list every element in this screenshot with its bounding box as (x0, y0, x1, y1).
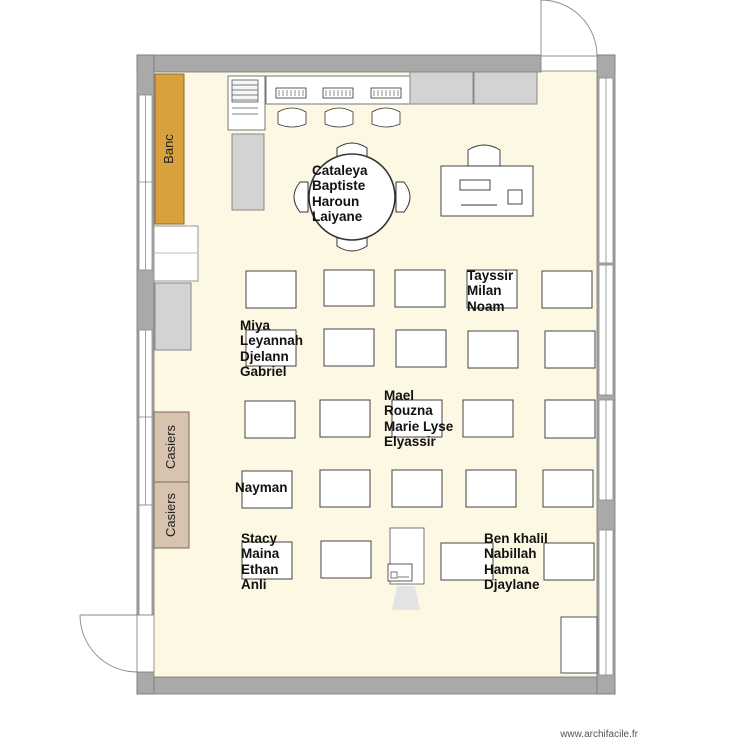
lockers-top (153, 411, 190, 483)
door-bottom-left (79, 614, 155, 673)
student-name: Anli (241, 577, 267, 593)
window-left-3 (138, 504, 153, 616)
student-name: Rouzna (384, 403, 433, 419)
round-table (293, 142, 411, 252)
cabinet-bottom-right (560, 616, 598, 674)
wall-top (136, 54, 542, 73)
cabinet-grey-2 (231, 133, 265, 211)
student-desks (241, 269, 596, 581)
student-name: Elyassir (384, 434, 436, 450)
projector-stand (387, 527, 425, 610)
group-round-table: Cataleya Baptiste Haroun Laiyane (312, 163, 368, 225)
wall-bottom (136, 676, 616, 695)
lockers-bottom-label: Casiers (163, 492, 178, 538)
student-name: Gabriel (240, 364, 287, 380)
student-name: Djelann (240, 348, 289, 364)
student-name: Noam (467, 298, 505, 314)
student-name: Djaylane (484, 577, 540, 593)
left-windows (138, 94, 153, 616)
student-name: Miya (240, 318, 271, 333)
student-name: Milan (467, 283, 502, 299)
student-name: Ben khalil (484, 531, 548, 546)
student-name: Mael (384, 388, 415, 403)
student-name: Baptiste (312, 178, 366, 194)
student-name: Laiyane (312, 209, 363, 225)
lockers-bottom (153, 481, 190, 549)
group-left-row4: Nayman (235, 480, 288, 495)
student-name: Leyannah (240, 333, 304, 349)
door-top-right (540, 0, 598, 72)
teacher-desk (440, 144, 534, 217)
student-name: Hamna (484, 561, 530, 577)
bench (154, 73, 185, 225)
student-name: Tayssir (467, 268, 514, 283)
shelf-unit (227, 75, 266, 131)
student-name: Haroun (312, 193, 360, 209)
student-name: Nabillah (484, 546, 537, 562)
group-left-row2: Miya Leyannah Djelann Gabriel (240, 318, 303, 380)
storage-top-1 (409, 71, 474, 105)
group-left-row5: Stacy Maina Ethan Anli (241, 531, 279, 593)
student-name: Cataleya (312, 163, 368, 178)
student-name: Marie Lyse (384, 418, 454, 434)
right-windows (598, 77, 614, 676)
footer-credit: www.archifacile.fr (560, 729, 638, 740)
lockers-top-label: Casiers (163, 424, 178, 470)
group-center-row3: Mael Rouzna Marie Lyse Elyassir (384, 388, 453, 450)
group-right-row5: Ben khalil Nabillah Hamna Djaylane (484, 531, 548, 593)
computer-screen-marks (278, 90, 399, 96)
storage-top-2 (473, 71, 538, 105)
wall-left-bottom (136, 671, 155, 695)
student-name: Nayman (235, 480, 288, 495)
cabinet-left-grey (154, 282, 192, 351)
group-top-right: Tayssir Milan Noam (467, 268, 513, 314)
bench-label: Banc (161, 134, 176, 164)
student-name: Ethan (241, 561, 279, 577)
student-name: Stacy (241, 531, 278, 546)
student-name: Maina (241, 546, 280, 562)
